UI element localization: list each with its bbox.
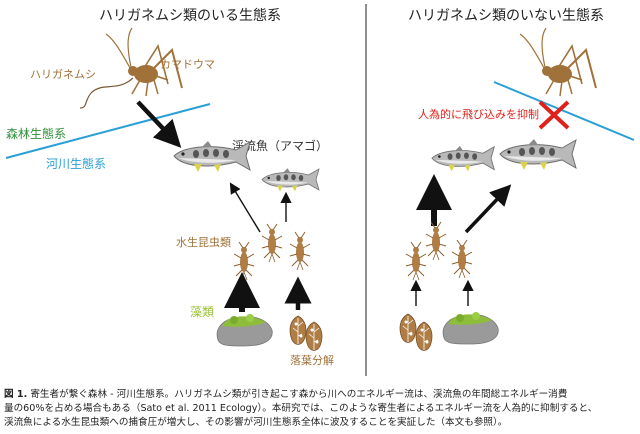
cricket-to-fish-arrow <box>136 100 182 148</box>
right-panel: ハリガネムシ類のいない生態系 人為的に飛び込みを抑制 <box>399 8 635 351</box>
algae-rock-icon <box>442 311 499 345</box>
river-ecosystem-label: 河川生態系 <box>46 156 106 171</box>
figure-caption: 図 1. 寄生者が繋ぐ森林 - 河川生態系。ハリガネムシ類が引き起こす森から川へ… <box>4 388 638 430</box>
aquatic-insect-icon <box>261 223 283 263</box>
caption-line-3: 渓流魚による水生昆虫類への捕食圧が増大し、その影響が河川生態系全体に波及すること… <box>4 417 508 428</box>
right-panel-title: ハリガネムシ類のいない生態系 <box>408 8 604 24</box>
insect-to-large-fish-arrow <box>464 184 512 234</box>
hairworm-icon <box>79 77 134 109</box>
cross-mark-icon <box>538 100 570 130</box>
left-panel: ハリガネムシ類のいる生態系 森林生態系 河川生態系 ハリガネムシ カマドウマ 渓… <box>5 8 334 367</box>
caption-line-2: 量の60%を占める場合もある（Sato et al. 2011 Ecology）… <box>4 403 598 414</box>
aquatic-insect-icon <box>289 231 311 271</box>
forest-river-boundary-line <box>5 103 211 159</box>
leaf-litter-icon <box>399 313 417 343</box>
leaf-litter-icon <box>289 315 307 345</box>
algae-rock-icon <box>216 313 273 347</box>
leaf-litter-icon <box>415 321 433 351</box>
caption-line-1: 寄生者が繋ぐ森林 - 河川生態系。ハリガネムシ類が引き起こす森から川へのエネルギ… <box>30 389 568 400</box>
fish-icon-small <box>261 167 320 192</box>
litter-decomposition-label: 落葉分解 <box>290 353 334 367</box>
aquatic-insects-label: 水生昆虫類 <box>176 235 231 249</box>
cricket-icon <box>519 27 597 97</box>
aquatic-insect-icon <box>425 221 447 261</box>
figure-number: 図 1. <box>4 389 28 400</box>
aquatic-insect-icon <box>451 239 473 279</box>
aquatic-insect-icon <box>405 241 427 281</box>
fish-icon-large <box>499 138 577 171</box>
insect-to-fish-arrow <box>229 182 261 233</box>
algae-label: 藻類 <box>190 305 214 319</box>
left-panel-title: ハリガネムシ類のいる生態系 <box>99 8 281 24</box>
leaf-litter-icon <box>305 321 323 351</box>
suppression-label: 人為的に飛び込みを抑制 <box>418 107 539 121</box>
aquatic-insect-icon <box>233 241 255 281</box>
forest-ecosystem-label: 森林生態系 <box>6 126 66 141</box>
food-web-diagram: ハリガネムシ類のいる生態系 森林生態系 河川生態系 ハリガネムシ カマドウマ 渓… <box>5 4 635 376</box>
hairworm-label: ハリガネムシ <box>30 68 96 81</box>
fish-label: 渓流魚（アマゴ） <box>232 138 328 153</box>
forest-river-boundary-line <box>493 81 635 141</box>
cricket-label: カマドウマ <box>160 58 215 71</box>
fish-icon-small <box>431 145 495 172</box>
